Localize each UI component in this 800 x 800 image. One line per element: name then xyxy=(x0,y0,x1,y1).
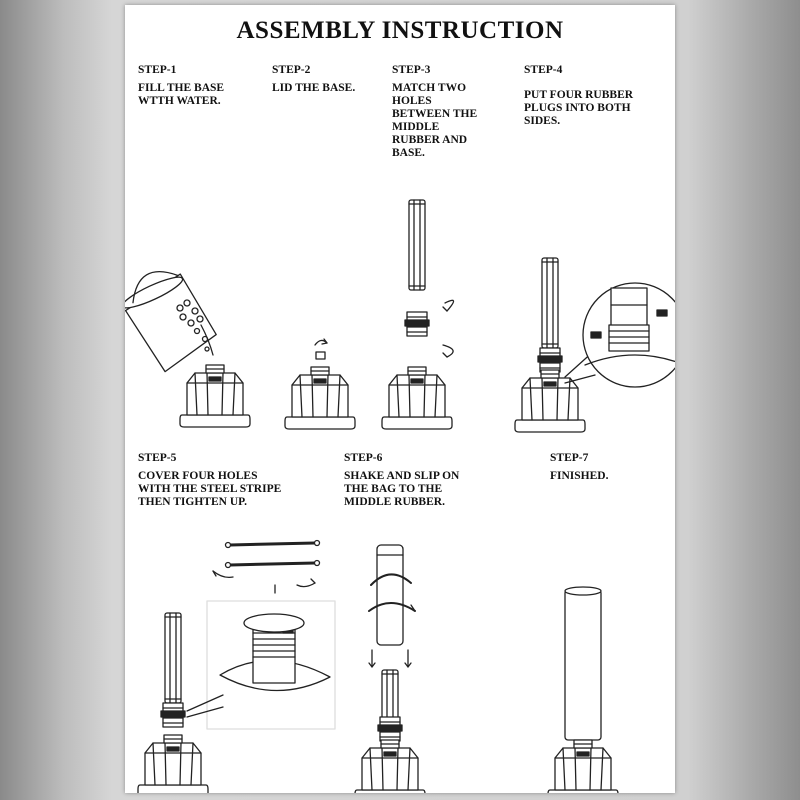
step-5: STEP-5 COVER FOUR HOLES WITH THE STEEL S… xyxy=(138,452,281,509)
step-6: STEP-6 SHAKE AND SLIP ON THE BAG TO THE … xyxy=(344,452,459,509)
assembly-illustrations xyxy=(125,199,675,793)
step-number: STEP-5 xyxy=(138,452,177,464)
step-text: FINISHED. xyxy=(550,470,609,482)
step-text: SHAKE AND SLIP ON THE BAG TO THE MIDDLE … xyxy=(344,470,460,508)
step-7: STEP-7 FINISHED. xyxy=(550,452,608,483)
step-text: COVER FOUR HOLES WITH THE STEEL STRIPE T… xyxy=(138,470,282,508)
step-7-illustration xyxy=(547,586,619,793)
step-3-illustration xyxy=(381,199,455,430)
step-text: FILL THE BASE WTTH WATER. xyxy=(138,82,225,107)
step-5-illustration xyxy=(137,539,336,793)
instruction-sheet: ASSEMBLY INSTRUCTION STEP-1 FILL THE BAS… xyxy=(125,5,675,793)
page-title: ASSEMBLY INSTRUCTION xyxy=(236,17,564,44)
step-number: STEP-7 xyxy=(550,452,589,464)
step-1: STEP-1 FILL THE BASE WTTH WATER. xyxy=(138,64,224,108)
step-text: MATCH TWO HOLES BETWEEN THE MIDDLE RUBBE… xyxy=(392,82,478,159)
step-4: STEP-4 PUT FOUR RUBBER PLUGS INTO BOTH S… xyxy=(524,64,633,128)
step-6-illustration xyxy=(354,544,426,793)
step-number: STEP-3 xyxy=(392,64,431,76)
step-number: STEP-1 xyxy=(138,64,177,76)
step-2-illustration xyxy=(284,338,356,430)
step-4-illustration xyxy=(514,257,675,433)
step-1-illustration xyxy=(125,271,251,428)
step-number: STEP-6 xyxy=(344,452,383,464)
step-number: STEP-4 xyxy=(524,64,563,76)
step-number: STEP-2 xyxy=(272,64,311,76)
step-2: STEP-2 LID THE BASE. xyxy=(272,64,355,95)
step-text: LID THE BASE. xyxy=(272,82,356,94)
step-text: PUT FOUR RUBBER PLUGS INTO BOTH SIDES. xyxy=(524,89,634,127)
step-3: STEP-3 MATCH TWO HOLES BETWEEN THE MIDDL… xyxy=(392,64,477,160)
